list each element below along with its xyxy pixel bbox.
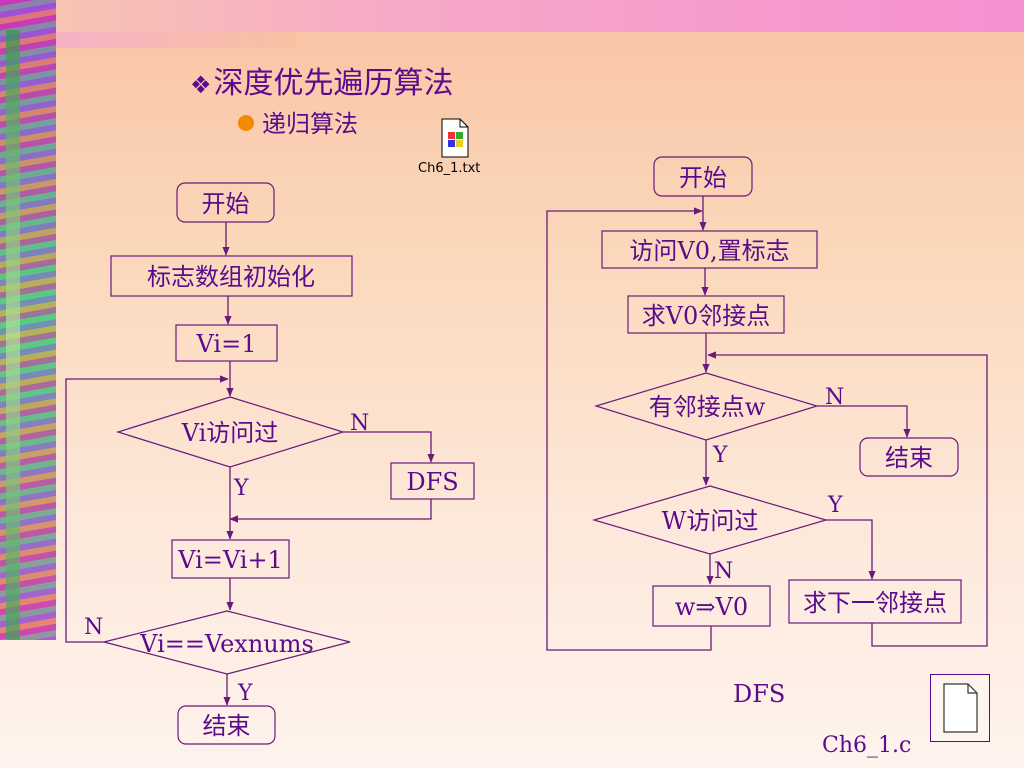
left-end-box [177,705,276,745]
right-label-y1: Y [712,443,728,468]
left-start-text: 开始 [202,190,250,218]
left-dfs-text: DFS [406,468,458,496]
left-flowchart: 开始 标志数组初始化 Vi=1 Vi访问过 N DFS Y Vi=Vi+1 Vi… [65,182,475,745]
right-flowchart: 开始 访问V0,置标志 求V0邻接点 有邻接点w N 结束 Y W访问过 Y N… [546,156,988,651]
right-label-n1: N [825,385,844,410]
right-start-text: 开始 [679,164,727,192]
diamond-bullet-icon: ❖ [190,71,212,99]
file-icon-label[interactable]: Ch6_1.txt [418,161,481,176]
left-visited-text: Vi访问过 [181,419,279,447]
right-visit-text: 访问V0,置标志 [629,237,789,265]
right-w-visited-text: W访问过 [662,507,759,535]
left-dfs-box [390,462,475,500]
left-end-text: 结束 [203,712,251,740]
right-label-n2: N [714,559,733,584]
left-assign-box [175,324,278,362]
top-decoration-bar-secondary [0,32,296,48]
left-label-y1: Y [233,476,249,501]
round-bullet-icon [238,115,254,131]
document-link-label[interactable]: Ch6_1.c [822,733,912,758]
right-flowchart-caption: DFS [733,680,786,708]
left-decoration-stripe [6,30,20,640]
right-end-text: 结束 [885,444,933,472]
left-label-n1: N [350,411,369,436]
left-init-box [110,255,353,297]
right-label-y2: Y [827,493,843,518]
right-end-box [859,437,959,477]
right-has-adj-text: 有邻接点w [649,393,766,421]
slide-heading: ❖深度优先遍历算法 [190,58,454,102]
slide-subheading-text: 递归算法 [262,110,358,138]
left-label-y2: Y [237,681,253,706]
left-assign-text: Vi=1 [196,330,257,358]
left-init-text: 标志数组初始化 [147,263,315,291]
left-increment-text: Vi=Vi+1 [177,546,283,574]
windows-text-file-icon[interactable] [440,118,470,158]
left-label-n2: N [84,615,103,640]
right-visit-box [601,230,818,269]
document-link[interactable] [930,674,990,742]
top-decoration-bar [0,0,1024,32]
document-icon[interactable] [931,675,989,741]
right-find-adj-text: 求V0邻接点 [642,302,771,330]
right-next-adj-text: 求下一邻接点 [803,589,947,617]
slide-heading-text: 深度优先遍历算法 [213,66,454,101]
left-end-check-text: Vi==Vexnums [139,630,314,658]
right-assign-text: w⇒V0 [675,593,748,621]
slide-subheading: 递归算法 [238,104,358,139]
right-next-adj-box [788,579,962,624]
